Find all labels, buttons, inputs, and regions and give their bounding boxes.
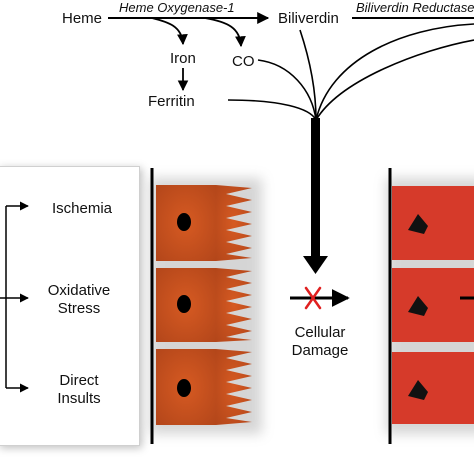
microvilli-bottom	[216, 349, 252, 425]
iron-label: Iron	[170, 50, 196, 67]
oxidative-line2: Stress	[57, 300, 101, 317]
reductase-converge-line-2	[315, 39, 474, 121]
central-down-arrow	[303, 256, 328, 274]
co-converge-line	[257, 59, 317, 121]
oxidative-stress-label: Oxidative Stress	[44, 282, 114, 318]
ferritin-label: Ferritin	[148, 93, 195, 110]
damaged-nucleus-bottom	[408, 380, 428, 400]
co-label: CO	[232, 53, 255, 70]
damaged-nucleus-top	[408, 214, 428, 234]
ferritin-converge-line	[227, 99, 317, 121]
nucleus-bottom	[177, 379, 191, 397]
direct-line2: Insults	[57, 390, 101, 407]
healthy-cell-bottom	[156, 349, 252, 425]
biliverdin-converge-line	[299, 29, 317, 121]
cellular-damage-label: Cellular Damage	[282, 324, 358, 360]
heme-oxygenase-label: Heme Oxygenase-1	[119, 0, 235, 15]
damaged-cell-top	[392, 186, 474, 260]
x-mark-icon	[304, 286, 322, 310]
heme-label: Heme	[62, 10, 103, 27]
damaged-nucleus-middle	[408, 296, 428, 316]
nucleus-top	[177, 213, 191, 231]
iron-branch-arrow	[151, 17, 188, 46]
microvilli-top	[216, 185, 252, 261]
reductase-converge-line	[315, 23, 474, 121]
nucleus-middle	[177, 295, 191, 313]
microvilli-middle	[216, 268, 252, 342]
oxidative-line1: Oxidative	[47, 282, 111, 299]
insults-panel	[0, 166, 140, 446]
healthy-cell-top	[156, 185, 252, 261]
damaged-cell-bottom	[392, 352, 474, 424]
biliverdin-label: Biliverdin	[278, 10, 339, 27]
central-shaft	[311, 118, 320, 258]
damage-line: Damage	[291, 342, 349, 359]
direct-line1: Direct	[59, 372, 99, 389]
cellular-line: Cellular	[294, 324, 346, 341]
healthy-cell-middle	[156, 268, 252, 342]
damaged-cell-middle	[392, 268, 474, 342]
co-branch-arrow	[204, 17, 246, 48]
biliverdin-reductase-label: Biliverdin Reductase	[356, 0, 474, 15]
direct-insults-label: Direct Insults	[44, 372, 114, 408]
ischemia-label: Ischemia	[52, 200, 113, 217]
